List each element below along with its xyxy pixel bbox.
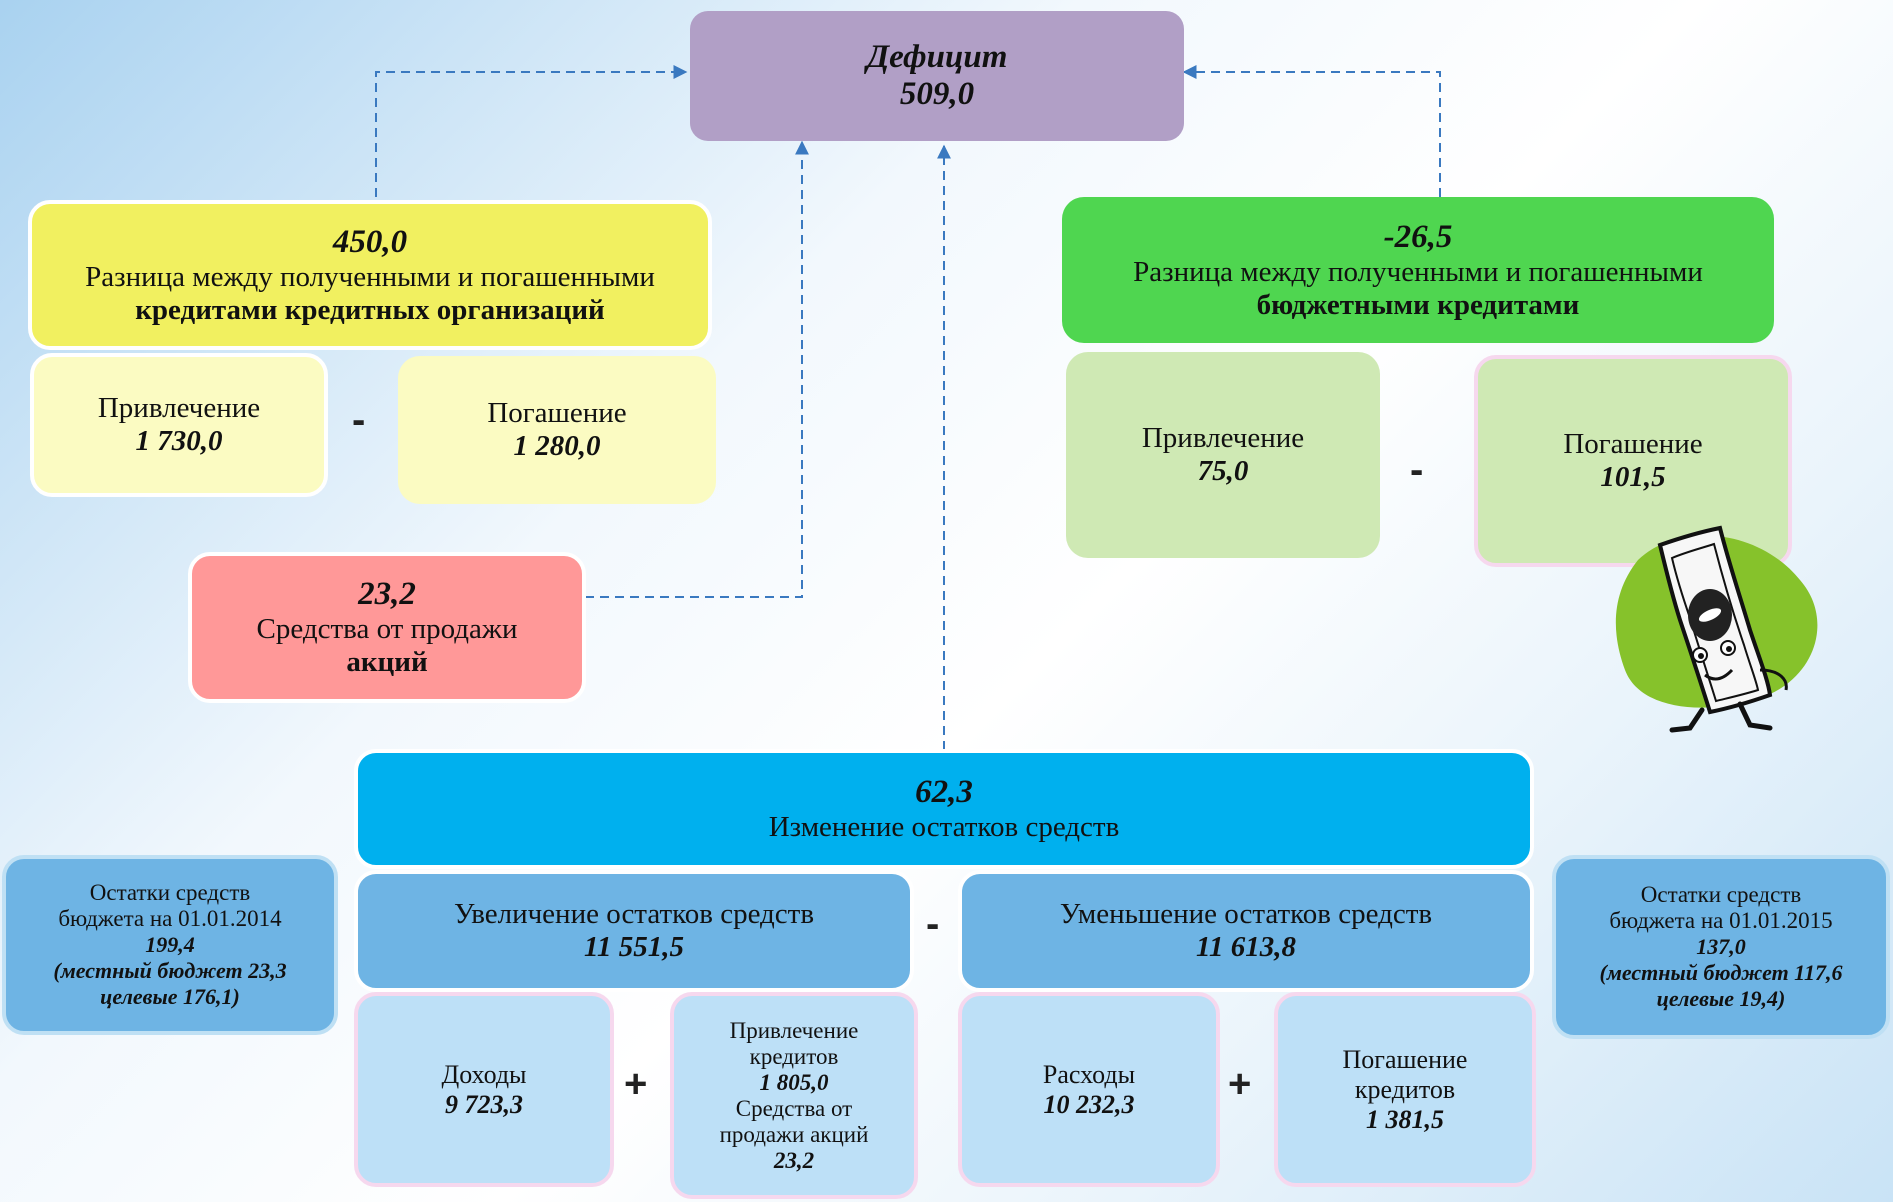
- shares-line2: акций: [346, 646, 428, 678]
- credit-orgs-line1: Разница между полученными и погашенными: [85, 260, 655, 293]
- balance-increase-box: Увеличение остатков средств 11 551,5: [354, 870, 914, 992]
- balance-2014-note1: (местный бюджет 23,3: [53, 958, 287, 983]
- budget-credits-repay-value: 101,5: [1600, 461, 1666, 493]
- budget-credits-line1: Разница между полученными и погашенными: [1133, 255, 1703, 288]
- credit-orgs-inflow-value: 1 730,0: [135, 425, 223, 457]
- balance-decrease-box: Уменьшение остатков средств 11 613,8: [958, 870, 1534, 992]
- budget-credits-inflow-label: Привлечение: [1141, 422, 1305, 454]
- budget-credits-inflow-box: Привлечение 75,0: [1066, 352, 1380, 558]
- budget-credits-minus: -: [1410, 448, 1424, 492]
- balance-change-label: Изменение остатков средств: [768, 811, 1120, 843]
- expenses-label: Расходы: [1042, 1059, 1136, 1089]
- balance-2015-line1: Остатки средств: [1640, 882, 1802, 907]
- budget-credits-value: -26,5: [1383, 218, 1453, 255]
- balance-2015-note1: (местный бюджет 117,6: [1599, 960, 1843, 985]
- shares-line1: Средства от продажи: [256, 613, 518, 645]
- loan-repay-box: Погашение кредитов 1 381,5: [1274, 992, 1536, 1187]
- plus-left: +: [624, 1062, 648, 1106]
- balance-increase-label: Увеличение остатков средств: [453, 898, 815, 930]
- balance-2015-value: 137,0: [1696, 934, 1746, 959]
- balance-2014-line1: Остатки средств: [89, 880, 251, 905]
- budget-credits-line2: бюджетными кредитами: [1256, 288, 1580, 321]
- credit-orgs-line2: кредитами кредитных организаций: [135, 293, 605, 326]
- borrowings-line4: продажи акций: [719, 1121, 869, 1147]
- credit-orgs-value: 450,0: [332, 223, 408, 260]
- balance-2014-line2: бюджета на 01.01.2014: [58, 906, 282, 931]
- money-bill-mascot-icon: [1615, 525, 1818, 733]
- income-box: Доходы 9 723,3: [354, 992, 614, 1187]
- balance-2015-box: Остатки средств бюджета на 01.01.2015 13…: [1552, 855, 1890, 1039]
- plus-right: +: [1228, 1062, 1252, 1106]
- deficit-box: Дефицит 509,0: [690, 11, 1184, 141]
- deficit-title: Дефицит: [866, 39, 1008, 75]
- loan-repay-value: 1 381,5: [1366, 1104, 1444, 1134]
- credit-orgs-minus: -: [352, 398, 366, 442]
- budget-credits-box: -26,5 Разница между полученными и погаше…: [1062, 197, 1774, 343]
- budget-credits-inflow-value: 75,0: [1197, 455, 1249, 487]
- connector-budget-credits: [1182, 65, 1441, 197]
- income-value: 9 723,3: [445, 1089, 523, 1119]
- borrowings-value2: 23,2: [773, 1147, 815, 1173]
- credit-orgs-inflow-label: Привлечение: [97, 392, 261, 424]
- credit-orgs-repay-box: Погашение 1 280,0: [398, 356, 716, 504]
- borrowings-line1: Привлечение: [729, 1017, 859, 1043]
- balance-2015-line2: бюджета на 01.01.2015: [1609, 908, 1833, 933]
- balance-decrease-value: 11 613,8: [1196, 931, 1296, 963]
- borrowings-value: 1 805,0: [759, 1069, 829, 1095]
- balance-2015-note2: целевые 19,4): [1656, 986, 1786, 1011]
- borrowings-box: Привлечение кредитов 1 805,0 Средства от…: [670, 992, 918, 1199]
- credit-orgs-inflow-box: Привлечение 1 730,0: [30, 353, 328, 497]
- credit-orgs-box: 450,0 Разница между полученными и погаше…: [28, 200, 712, 350]
- shares-box: 23,2 Средства от продажи акций: [188, 552, 586, 703]
- budget-credits-repay-label: Погашение: [1563, 428, 1703, 460]
- balance-change-box: 62,3 Изменение остатков средств: [354, 749, 1534, 869]
- expenses-box: Расходы 10 232,3: [958, 992, 1220, 1187]
- credit-orgs-repay-label: Погашение: [487, 397, 627, 429]
- income-label: Доходы: [441, 1059, 527, 1089]
- balance-minus: -: [926, 902, 940, 946]
- expenses-value: 10 232,3: [1043, 1089, 1135, 1119]
- balance-increase-value: 11 551,5: [584, 931, 684, 963]
- connector-credit-orgs: [375, 65, 688, 197]
- loan-repay-line1: Погашение: [1342, 1044, 1468, 1074]
- borrowings-line2: кредитов: [749, 1043, 839, 1069]
- borrowings-line3: Средства от: [735, 1095, 853, 1121]
- budget-credits-repay-box: Погашение 101,5: [1474, 355, 1792, 567]
- connector-shares: [585, 140, 809, 598]
- credit-orgs-repay-value: 1 280,0: [513, 430, 601, 462]
- balance-2014-value: 199,4: [145, 932, 195, 957]
- balance-2014-box: Остатки средств бюджета на 01.01.2014 19…: [2, 855, 338, 1035]
- balance-change-value: 62,3: [915, 774, 973, 810]
- shares-value: 23,2: [358, 576, 416, 612]
- deficit-value: 509,0: [899, 76, 975, 112]
- loan-repay-line2: кредитов: [1354, 1074, 1456, 1104]
- balance-decrease-label: Уменьшение остатков средств: [1059, 898, 1433, 930]
- balance-2014-note2: целевые 176,1): [100, 984, 240, 1009]
